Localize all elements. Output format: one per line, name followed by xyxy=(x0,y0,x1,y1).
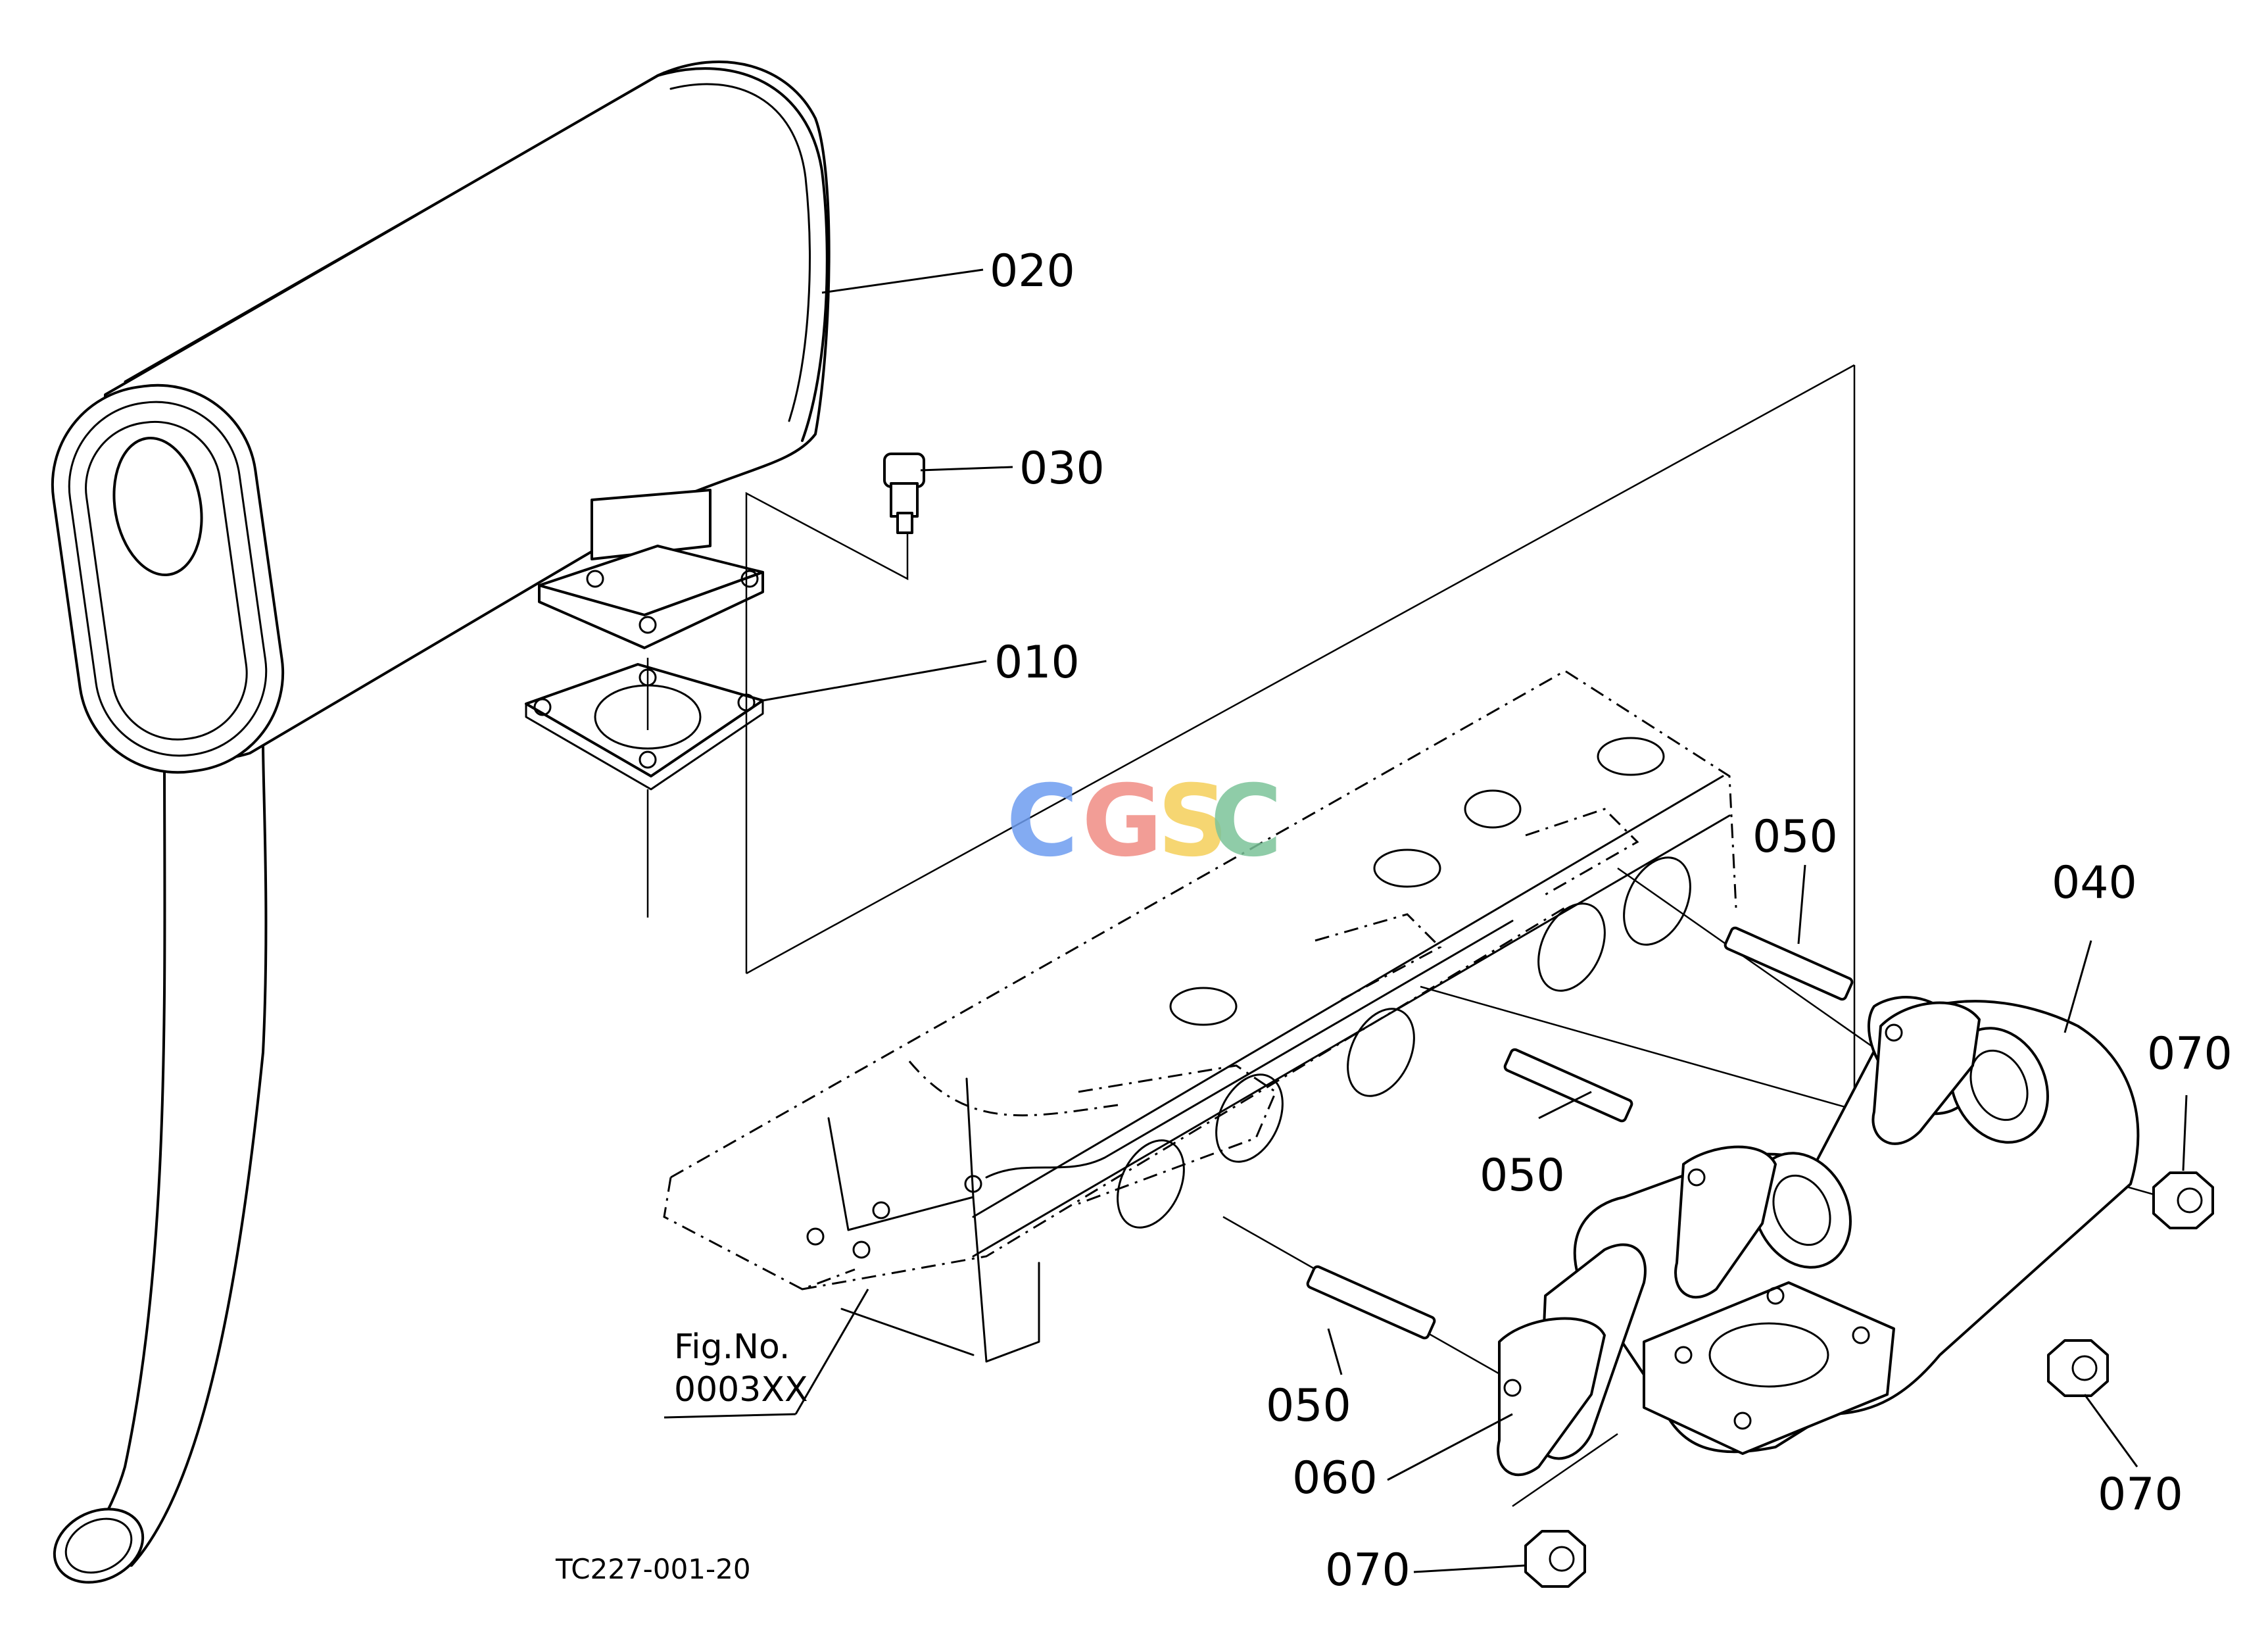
drawing-code: TC227-001-20 xyxy=(555,1553,751,1585)
gasket-drawing xyxy=(525,658,764,918)
watermark-letter-c2: C xyxy=(1210,764,1282,879)
label-030: 030 xyxy=(1019,443,1105,495)
leader-lines xyxy=(664,268,2188,1573)
label-050-middle: 050 xyxy=(1480,1150,1565,1202)
nuts-drawing xyxy=(1524,1171,2214,1588)
label-050-upper: 050 xyxy=(1752,811,1838,863)
manifold-gasket-drawing xyxy=(1497,1001,1981,1477)
muffler-drawing xyxy=(51,61,831,1584)
watermark-letter-g: G xyxy=(1082,764,1163,879)
label-070-bottom: 070 xyxy=(1325,1544,1411,1596)
plug-drawing xyxy=(745,453,925,973)
label-070-right: 070 xyxy=(2147,1028,2232,1080)
exhaust-manifold-drawing xyxy=(1512,996,2140,1508)
part-labels: 020 030 010 050 040 070 050 050 060 070 … xyxy=(990,245,2232,1596)
label-020: 020 xyxy=(990,245,1075,297)
watermark-logo: C G S C xyxy=(1006,764,1282,879)
label-060: 060 xyxy=(1292,1452,1378,1504)
label-070-lower-right: 070 xyxy=(2098,1469,2183,1521)
fig-ref-line2: 0003XX xyxy=(674,1370,808,1410)
stud-bolts-drawing xyxy=(1306,926,1854,1340)
label-010: 010 xyxy=(994,637,1080,689)
cylinder-head-reference xyxy=(663,670,2210,1383)
label-050-lower: 050 xyxy=(1266,1380,1351,1432)
watermark-letter-c1: C xyxy=(1006,764,1078,879)
fig-ref-line1: Fig.No. xyxy=(674,1327,790,1367)
watermark-letter-s: S xyxy=(1157,764,1228,879)
label-040: 040 xyxy=(2052,857,2137,909)
figure-reference: Fig.No. 0003XX xyxy=(674,1327,808,1410)
